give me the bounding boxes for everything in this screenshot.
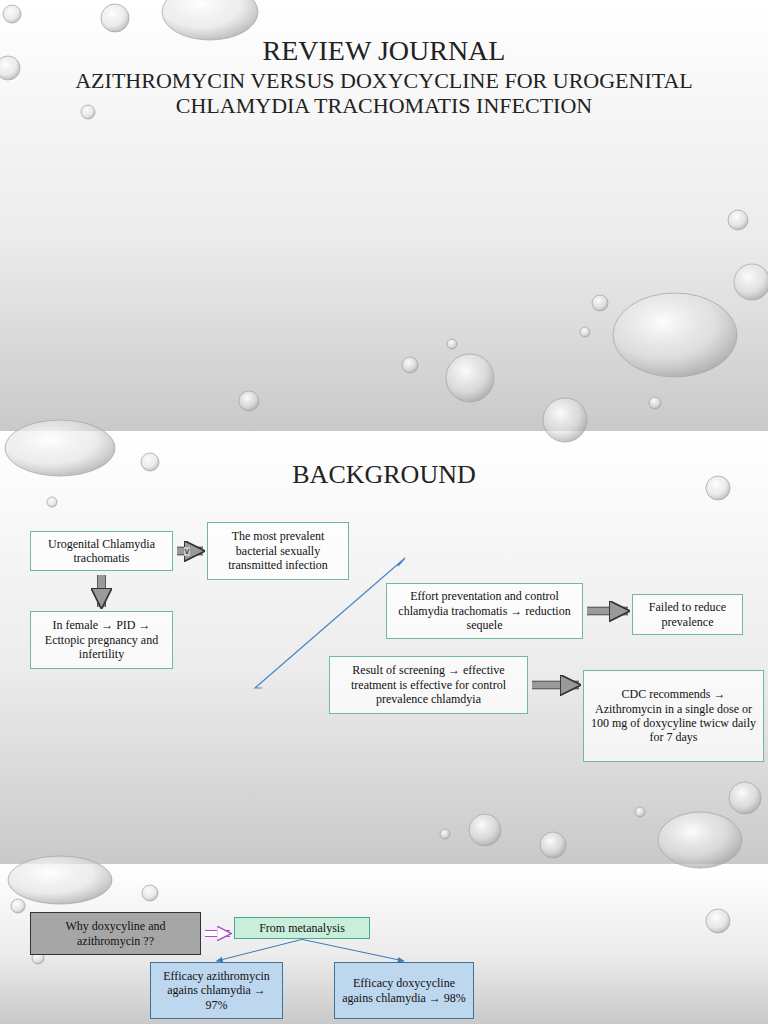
process-box: Efficacy azithromycin agains chlamydia →… [150, 962, 283, 1019]
connector-arrow [98, 575, 105, 607]
connector-arrow [205, 931, 230, 936]
connector-arrow [302, 939, 404, 961]
box-text: Effort preventation and control chlamydi… [392, 589, 577, 632]
process-box: From metanalysis [234, 917, 370, 939]
box-text: Efficacy azithromycin agains chlamydia →… [156, 969, 277, 1012]
box-text: Efficacy doxycycline agains chlamydia → … [340, 976, 468, 1005]
process-box: Effort preventation and control chlamydi… [386, 583, 583, 639]
slide-title: REVIEW JOURNAL [84, 36, 684, 67]
arrow-outline [587, 607, 628, 616]
box-text: Result of screening → effective treatmen… [335, 663, 522, 706]
connector-arrow [177, 548, 203, 555]
subtitle: AZITHROMYCIN VERSUS DOXYCYCLINE FOR UROG… [40, 68, 728, 119]
process-box: Efficacy doxycycline agains chlamydia → … [334, 962, 474, 1019]
box-text: Why doxycyline and azithromycin ?? [36, 919, 195, 948]
edge-label: v [184, 547, 191, 556]
arrow-outline [532, 681, 579, 690]
process-box: Why doxycyline and azithromycin ?? [30, 912, 201, 955]
connector-arrow [217, 939, 303, 961]
connector-arrow [532, 682, 579, 689]
section-heading: BACKGROUND [184, 460, 584, 490]
arrow-outline [177, 547, 203, 556]
box-text: Failed to reduce prevalence [638, 600, 737, 629]
process-box: Result of screening → effective treatmen… [329, 656, 528, 714]
box-text: The most prevalent bacterial sexually tr… [213, 529, 343, 572]
process-box: The most prevalent bacterial sexually tr… [207, 522, 349, 580]
box-text: CDC recommends → Azithromycin in a singl… [589, 687, 758, 745]
connector-arrow [587, 608, 628, 615]
process-box: Failed to reduce prevalence [632, 594, 743, 635]
slide-3 [0, 866, 768, 1024]
box-text: From metanalysis [259, 921, 345, 935]
arrow-outline [205, 930, 230, 937]
slide-2 [0, 433, 768, 864]
process-box: CDC recommends → Azithromycin in a singl… [583, 670, 764, 762]
box-text: Urogenital Chlamydia trachomatis [36, 537, 167, 566]
process-box: In female → PID → Ecttopic pregnancy and… [30, 611, 173, 669]
process-box: Urogenital Chlamydia trachomatis [30, 531, 173, 571]
water-drops [0, 0, 768, 964]
arrow-outline [97, 575, 106, 607]
slide-1 [0, 0, 768, 431]
box-text: In female → PID → Ecttopic pregnancy and… [36, 618, 167, 661]
